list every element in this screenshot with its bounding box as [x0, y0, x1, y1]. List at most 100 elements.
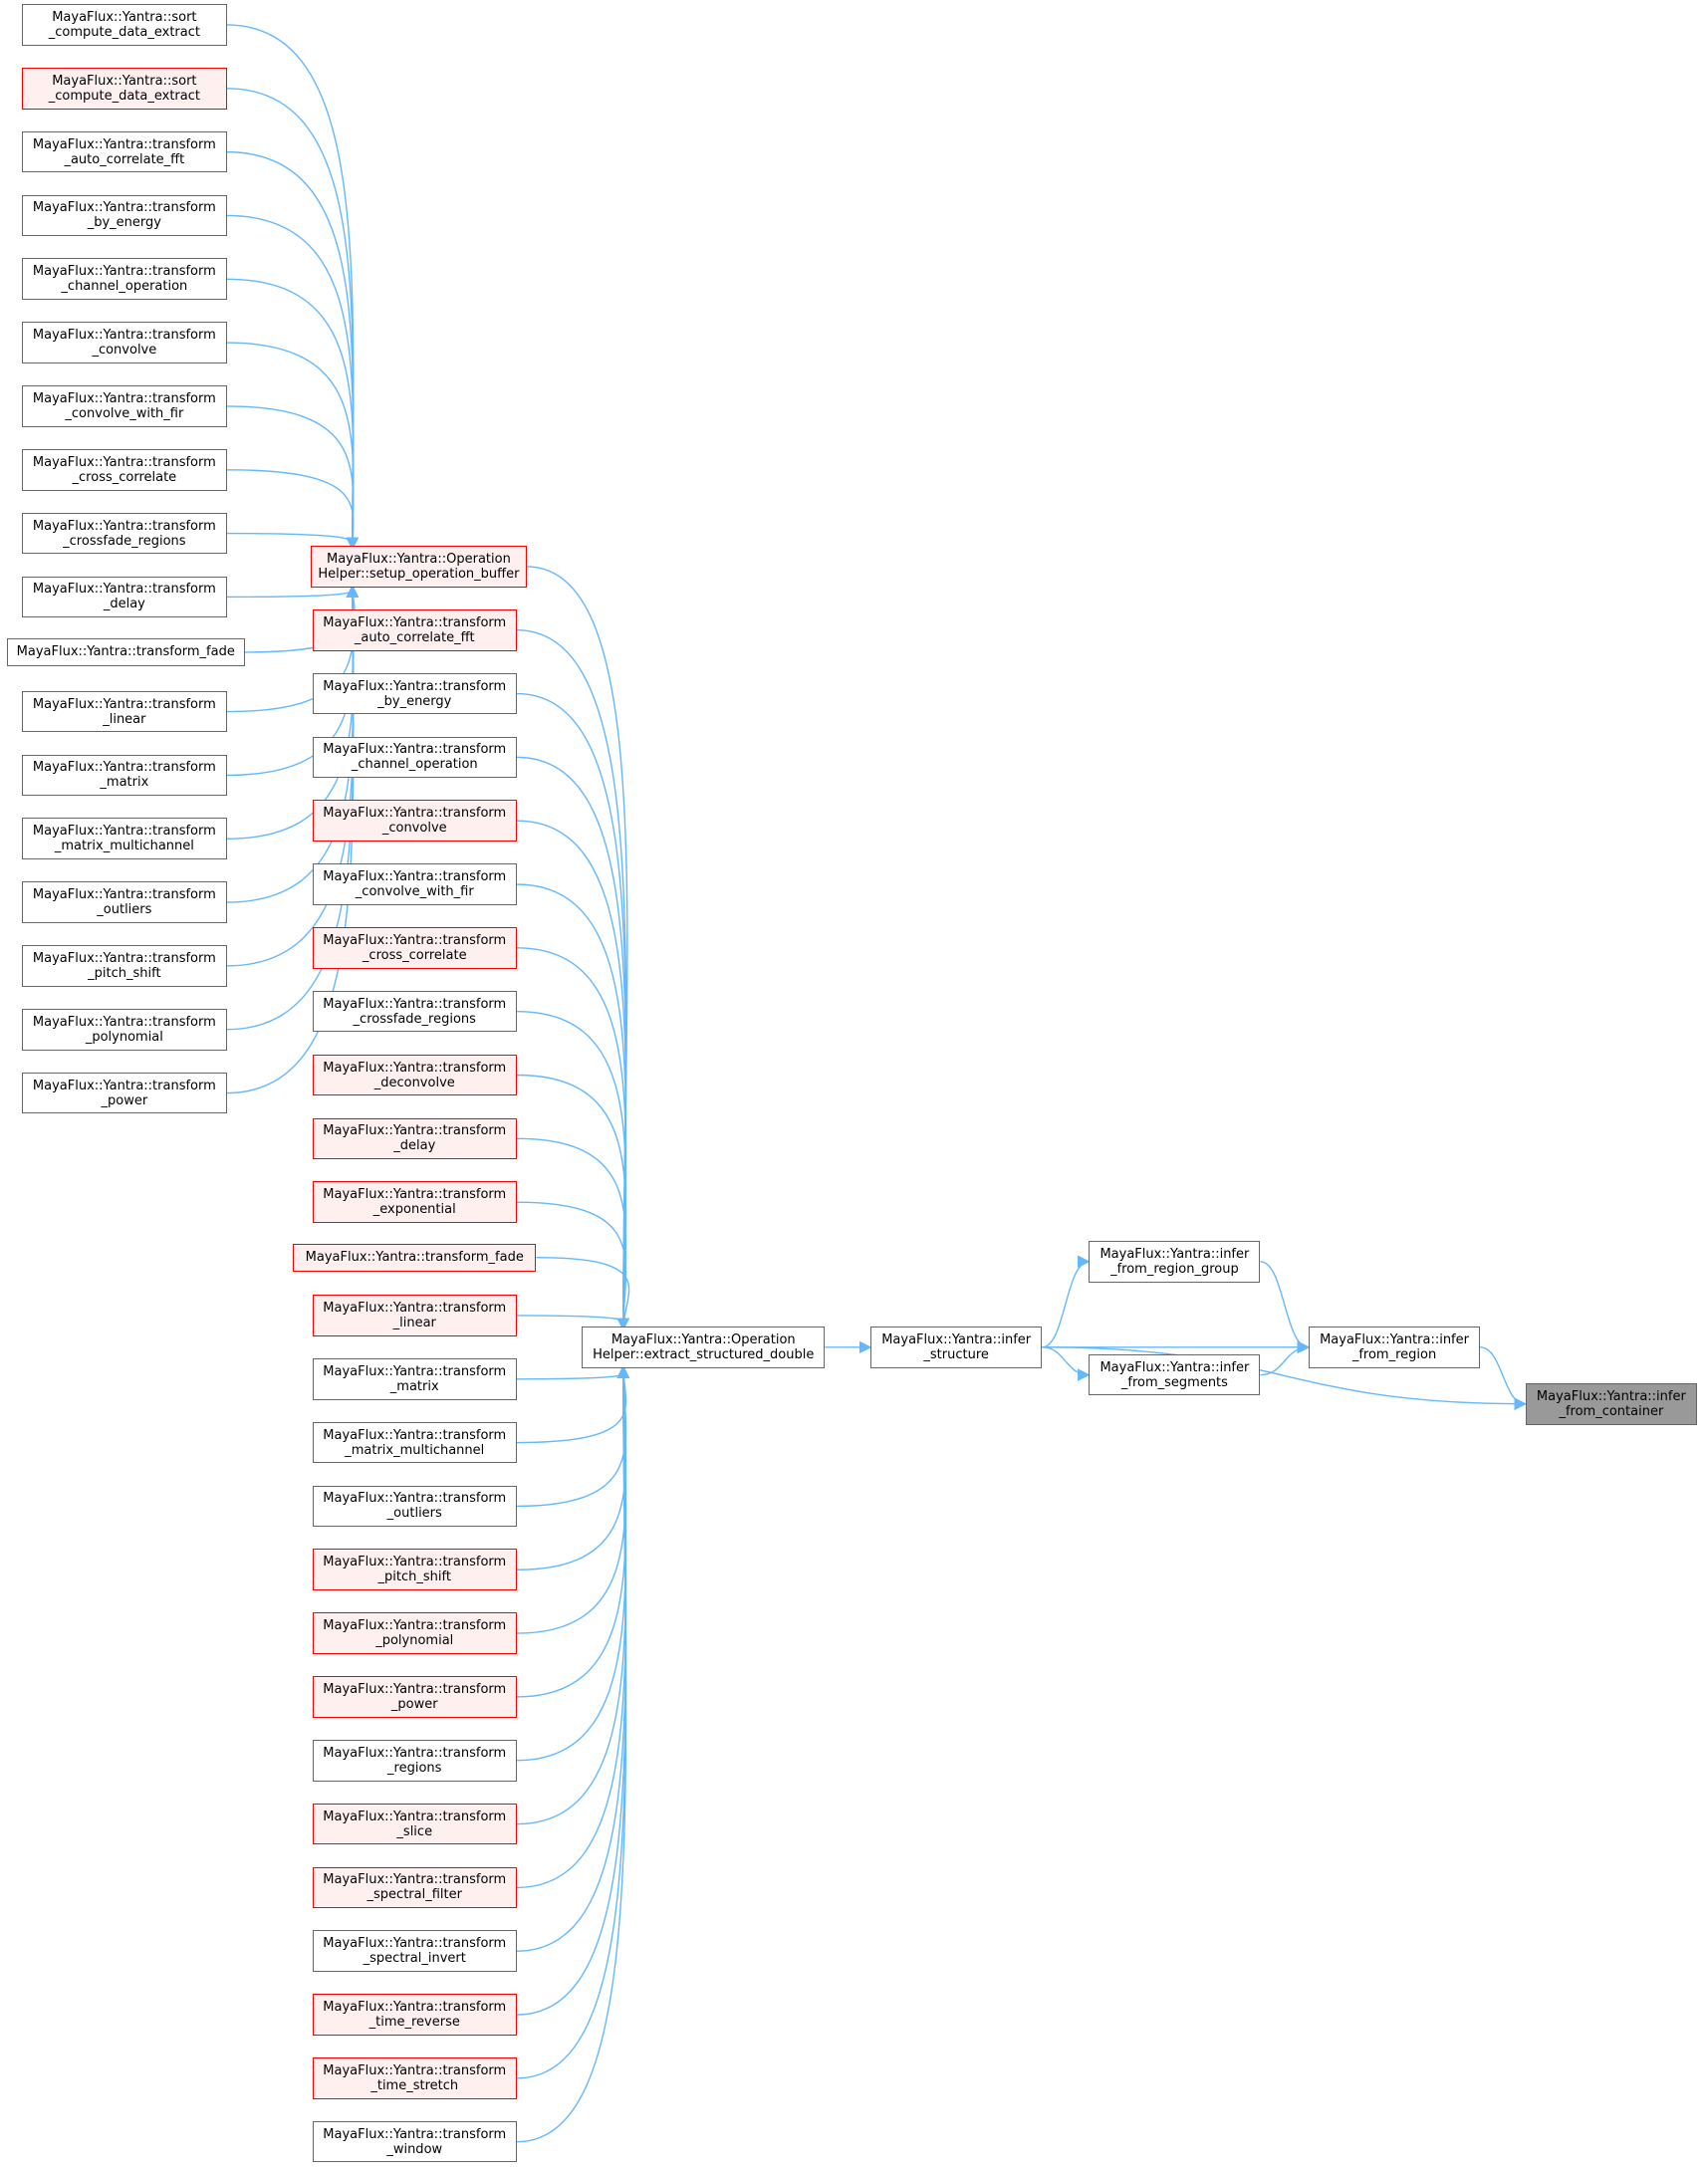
- node-l-cross-correlate[interactable]: MayaFlux::Yantra::transform_cross_correl…: [22, 448, 227, 491]
- node-m-crossfade-regions[interactable]: MayaFlux::Yantra::transform_crossfade_re…: [312, 990, 517, 1033]
- node-m-exponential[interactable]: MayaFlux::Yantra::transform_exponential: [312, 1181, 517, 1223]
- node-l-by-energy[interactable]: MayaFlux::Yantra::transform_by_energy: [22, 194, 227, 237]
- node-l-auto-correlate-fft[interactable]: MayaFlux::Yantra::transform_auto_correla…: [22, 130, 227, 173]
- node-m-regions[interactable]: MayaFlux::Yantra::transform_regions: [312, 1739, 517, 1782]
- node-l-linear[interactable]: MayaFlux::Yantra::transform_linear: [22, 690, 227, 733]
- node-infer-from-container[interactable]: MayaFlux::Yantra::infer_from_container: [1525, 1382, 1697, 1425]
- node-label-line: MayaFlux::Yantra::transform: [32, 454, 216, 470]
- node-l-channel-operation[interactable]: MayaFlux::Yantra::transform_channel_oper…: [22, 258, 227, 301]
- node-label-line: MayaFlux::Yantra::transform: [323, 1123, 507, 1139]
- node-m-polynomial[interactable]: MayaFlux::Yantra::transform_polynomial: [312, 1612, 517, 1654]
- node-l-outliers[interactable]: MayaFlux::Yantra::transform_outliers: [22, 881, 227, 923]
- node-m-deconvolve[interactable]: MayaFlux::Yantra::transform_deconvolve: [312, 1054, 517, 1096]
- node-label-line: MayaFlux::Yantra::transform: [323, 678, 507, 694]
- node-label-line: _by_energy: [87, 215, 161, 231]
- node-label-line: _delay: [393, 1138, 436, 1154]
- node-label-line: _outliers: [97, 902, 152, 918]
- node-m-fade[interactable]: MayaFlux::Yantra::transform_fade: [293, 1243, 537, 1272]
- node-label-line: MayaFlux::Yantra::transform: [32, 1078, 216, 1093]
- node-label-line: _matrix_multichannel: [54, 839, 194, 854]
- node-label-line: MayaFlux::Yantra::transform: [323, 1936, 507, 1952]
- node-label-line: MayaFlux::Yantra::transform: [323, 614, 507, 630]
- node-label-line: MayaFlux::Yantra::transform: [323, 1300, 507, 1316]
- node-label-line: MayaFlux::Yantra::transform: [323, 1187, 507, 1203]
- node-label-line: _from_segments: [1120, 1374, 1228, 1390]
- node-l-sort-1[interactable]: MayaFlux::Yantra::sort_compute_data_extr…: [22, 4, 227, 46]
- node-label-line: MayaFlux::Yantra::transform: [323, 1745, 507, 1761]
- node-label-line: MayaFlux::Yantra::transform: [32, 200, 216, 216]
- node-m-channel-operation[interactable]: MayaFlux::Yantra::transform_channel_oper…: [312, 736, 517, 779]
- node-label-line: _channel_operation: [61, 279, 188, 295]
- node-label-line: MayaFlux::Yantra::transform: [32, 1014, 216, 1030]
- node-label-line: MayaFlux::Yantra::infer: [1099, 1246, 1250, 1262]
- node-label-line: MayaFlux::Yantra::transform: [32, 328, 216, 344]
- node-m-auto-correlate-fft[interactable]: MayaFlux::Yantra::transform_auto_correla…: [312, 608, 517, 651]
- edge-infer-from-region-from-infer-from-segments: [1260, 1340, 1311, 1376]
- node-l-convolve-with-fir[interactable]: MayaFlux::Yantra::transform_convolve_wit…: [22, 385, 227, 427]
- node-label-line: _from_container: [1559, 1403, 1664, 1419]
- node-m-power[interactable]: MayaFlux::Yantra::transform_power: [312, 1676, 517, 1718]
- node-infer-from-segments[interactable]: MayaFlux::Yantra::infer_from_segments: [1089, 1353, 1261, 1396]
- node-m-cross-correlate[interactable]: MayaFlux::Yantra::transform_cross_correl…: [312, 927, 517, 969]
- node-l-polynomial[interactable]: MayaFlux::Yantra::transform_polynomial: [22, 1008, 227, 1051]
- node-label-line: MayaFlux::Yantra::transform: [323, 1427, 507, 1443]
- edge-infer-from-region-group-from-infer-structure: [1042, 1255, 1091, 1348]
- node-l-matrix[interactable]: MayaFlux::Yantra::transform_matrix: [22, 754, 227, 797]
- node-m-convolve-with-fir[interactable]: MayaFlux::Yantra::transform_convolve_wit…: [312, 863, 517, 905]
- node-label-line: _exponential: [372, 1202, 456, 1218]
- node-l-fade[interactable]: MayaFlux::Yantra::transform_fade: [6, 638, 245, 666]
- node-label-line: _spectral_filter: [366, 1887, 462, 1903]
- node-label-line: MayaFlux::Yantra::sort: [52, 73, 197, 89]
- node-m-convolve[interactable]: MayaFlux::Yantra::transform_convolve: [312, 800, 517, 842]
- node-label-line: _linear: [392, 1315, 436, 1330]
- node-l-matrix-multichannel[interactable]: MayaFlux::Yantra::transform_matrix_multi…: [22, 818, 227, 860]
- node-m-linear[interactable]: MayaFlux::Yantra::transform_linear: [312, 1295, 517, 1336]
- node-label-line: _auto_correlate_fft: [64, 151, 185, 167]
- node-label-line: MayaFlux::Yantra::transform: [323, 932, 507, 948]
- node-label-line: MayaFlux::Yantra::Operation: [326, 551, 511, 567]
- node-label-line: _time_reverse: [368, 2015, 460, 2031]
- node-label-line: MayaFlux::Yantra::transform: [32, 760, 216, 776]
- node-label-line: _convolve_with_fir: [65, 405, 184, 421]
- node-label-line: MayaFlux::Yantra::transform: [323, 806, 507, 822]
- node-label-line: _outliers: [386, 1506, 442, 1522]
- node-m-matrix[interactable]: MayaFlux::Yantra::transform_matrix: [312, 1357, 517, 1400]
- node-label-line: _delay: [103, 597, 145, 612]
- node-m-matrix-multichannel[interactable]: MayaFlux::Yantra::transform_matrix_multi…: [312, 1421, 517, 1464]
- node-m-pitch-shift[interactable]: MayaFlux::Yantra::transform_pitch_shift: [312, 1549, 517, 1591]
- node-label-line: _compute_data_extract: [48, 24, 200, 40]
- node-label-line: MayaFlux::Yantra::transform: [32, 696, 216, 712]
- node-label-line: _cross_correlate: [72, 469, 177, 485]
- node-m-slice[interactable]: MayaFlux::Yantra::transform_slice: [312, 1803, 517, 1845]
- node-l-pitch-shift[interactable]: MayaFlux::Yantra::transform_pitch_shift: [22, 945, 227, 987]
- node-m-outliers[interactable]: MayaFlux::Yantra::transform_outliers: [312, 1485, 517, 1528]
- node-label-line: _spectral_invert: [363, 1951, 466, 1967]
- node-m-time-reverse[interactable]: MayaFlux::Yantra::transform_time_reverse: [312, 1994, 517, 2036]
- node-label-line: MayaFlux::Yantra::transform: [323, 1491, 507, 1507]
- node-m-delay[interactable]: MayaFlux::Yantra::transform_delay: [312, 1117, 517, 1160]
- node-m-spectral-filter[interactable]: MayaFlux::Yantra::transform_spectral_fil…: [312, 1866, 517, 1909]
- node-infer-structure[interactable]: MayaFlux::Yantra::infer_structure: [870, 1327, 1043, 1368]
- node-label-line: _pitch_shift: [88, 965, 161, 981]
- node-l-power[interactable]: MayaFlux::Yantra::transform_power: [22, 1072, 227, 1114]
- node-label-line: MayaFlux::Yantra::infer: [1320, 1331, 1469, 1347]
- node-m-time-stretch[interactable]: MayaFlux::Yantra::transform_time_stretch: [312, 2057, 517, 2099]
- node-m-spectral-invert[interactable]: MayaFlux::Yantra::transform_spectral_inv…: [312, 1930, 517, 1973]
- node-m-by-energy[interactable]: MayaFlux::Yantra::transform_by_energy: [312, 672, 517, 715]
- node-label-line: _from_region_group: [1110, 1261, 1239, 1277]
- node-l-convolve[interactable]: MayaFlux::Yantra::transform_convolve: [22, 322, 227, 363]
- node-l-delay[interactable]: MayaFlux::Yantra::transform_delay: [22, 576, 227, 618]
- node-l-crossfade-regions[interactable]: MayaFlux::Yantra::transform_crossfade_re…: [22, 512, 227, 555]
- node-infer-from-region-group[interactable]: MayaFlux::Yantra::infer_from_region_grou…: [1089, 1241, 1261, 1283]
- node-label-line: _deconvolve: [373, 1075, 455, 1090]
- node-m-window[interactable]: MayaFlux::Yantra::transform_window: [312, 2120, 517, 2163]
- node-label-line: _convolve: [92, 343, 157, 359]
- node-label-line: Helper::setup_operation_buffer: [318, 566, 520, 582]
- node-l-sort-2[interactable]: MayaFlux::Yantra::sort_compute_data_extr…: [22, 67, 227, 110]
- node-infer-from-region[interactable]: MayaFlux::Yantra::infer_from_region: [1309, 1327, 1481, 1368]
- node-label-line: MayaFlux::Yantra::transform: [323, 2126, 507, 2142]
